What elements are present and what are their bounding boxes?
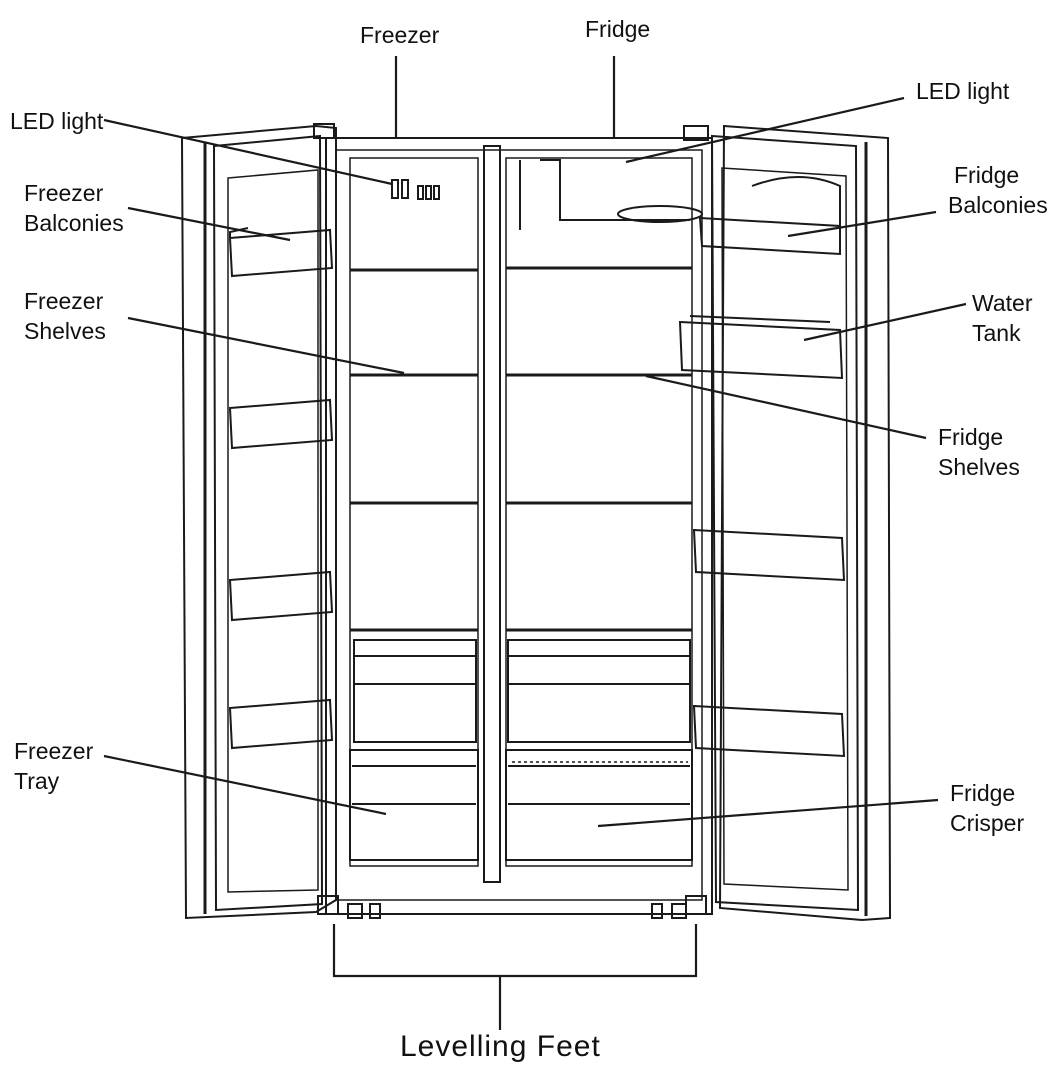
freezer-led-light [391,179,440,200]
label-freezer-tray: Freezer Tray [14,738,94,794]
fridge-balcony [692,528,846,582]
center-divider [483,145,501,883]
fridge-led-light [519,159,690,230]
label-led-light-right: LED light [916,78,1010,104]
levelling-foot [651,903,663,919]
label-fridge-crisper: Fridge Crisper [950,780,1025,836]
freezer-balcony [228,227,334,278]
label-fridge: Fridge [585,16,651,42]
cabinet [325,137,713,915]
leader-water-tank [803,302,967,342]
leader-led-right [625,96,905,164]
leader-freezer-balconies [127,206,291,242]
label-levelling-feet: Levelling Feet [400,1030,601,1063]
leader-freezer-tray [103,754,387,816]
label-freezer: Freezer [360,22,440,48]
freezer-tray [349,749,479,861]
leader-freezer-shelves [127,316,405,375]
label-fridge-shelves: Fridge Shelves [938,424,1020,480]
freezer-balcony [228,698,334,750]
leader-fridge-shelves [645,374,927,440]
feet-bracket [332,924,698,978]
water-tank [678,315,844,380]
right-door [718,124,892,922]
fridge-balcony [692,704,846,758]
levelling-foot [671,903,687,919]
fridge-balcony [698,176,841,256]
levelling-foot [369,903,381,919]
label-freezer-balconies: Freezer Balconies [24,180,124,236]
freezer-drawer [353,639,477,743]
fridge-drawer [507,639,691,743]
leader-fridge-crisper [597,798,939,828]
fridge-crisper [505,749,693,861]
leader-led-left [103,118,393,186]
label-fridge-balconies: Fridge Balconies [948,162,1048,218]
levelling-foot [347,903,363,919]
freezer-balcony [228,570,334,622]
label-freezer-shelves: Freezer Shelves [24,288,106,344]
freezer-balcony [228,398,334,450]
label-led-light-left: LED light [10,108,104,134]
label-water-tank: Water Tank [972,290,1033,346]
leader-fridge-balconies [787,210,937,238]
